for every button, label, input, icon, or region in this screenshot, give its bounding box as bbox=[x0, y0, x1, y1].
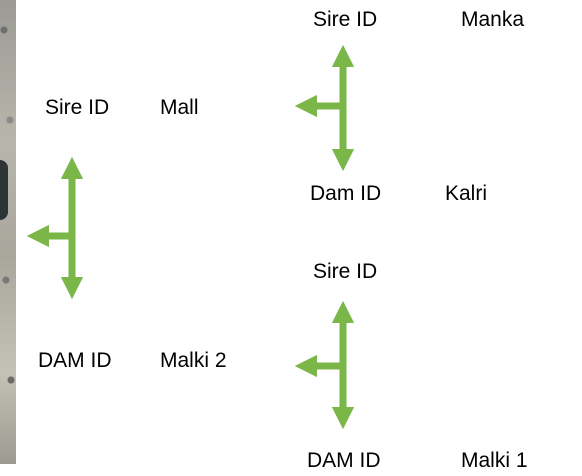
lower-dam-label: DAM ID bbox=[307, 449, 381, 472]
photo-dark-shape bbox=[0, 160, 8, 220]
left-dam-label: DAM ID bbox=[38, 349, 112, 372]
photo-edge bbox=[0, 0, 16, 464]
upper-sire-value: Manka bbox=[461, 8, 525, 31]
upper-sire-label: Sire ID bbox=[313, 8, 378, 31]
left-sire-value: Mall bbox=[160, 96, 199, 119]
lower-right-branch-arrow bbox=[294, 300, 355, 430]
upper-dam-value: Kalri bbox=[445, 182, 488, 205]
lower-sire-label: Sire ID bbox=[313, 260, 378, 283]
left-sire-label: Sire ID bbox=[45, 96, 110, 119]
left-dam-value: Malki 2 bbox=[160, 349, 227, 372]
upper-dam-label: Dam ID bbox=[310, 182, 382, 205]
lower-dam-value: Malki 1 bbox=[461, 449, 528, 472]
left-branch-arrow bbox=[26, 156, 84, 300]
upper-right-branch-arrow bbox=[294, 44, 355, 172]
